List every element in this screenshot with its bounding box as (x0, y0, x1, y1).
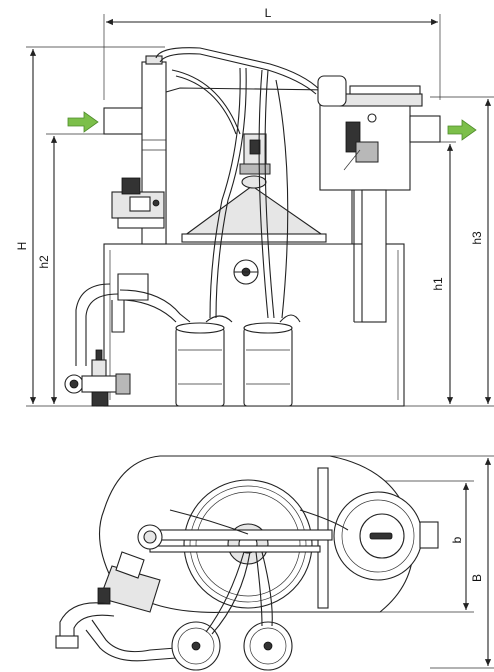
top-pipe-loop (155, 47, 321, 91)
dimension-height-label: H (15, 242, 29, 251)
outlet-arrow-icon (447, 119, 477, 141)
dosing-pump (111, 177, 165, 229)
plan-dosing-pump (97, 551, 161, 613)
inlet-pipe (103, 107, 149, 135)
dimension-height: H (15, 46, 165, 407)
dimension-width-label: B (470, 574, 484, 582)
dimension-b-label: b (450, 536, 464, 543)
inlet-arrow-icon (67, 111, 99, 133)
hose-left (209, 67, 241, 319)
dimension-h2: h2 (37, 133, 104, 404)
dimension-h3: h3 (430, 96, 494, 404)
plan-outlet-pipe (419, 521, 439, 549)
plan-inlet-elbow (59, 602, 111, 640)
discharge-column (361, 189, 387, 323)
outlet-chamber-lid (339, 93, 423, 107)
ball-valve (64, 349, 131, 407)
plan-drum-left (171, 621, 221, 671)
motor-unit-center (239, 133, 271, 175)
dimension-h1: h1 (404, 141, 494, 407)
plan-view: b B (55, 455, 494, 671)
lower-inlet-pipe (75, 273, 191, 366)
drum-left (175, 315, 233, 407)
dimension-b: b (380, 480, 474, 613)
plan-drum-right (243, 621, 293, 671)
dimension-h3-label: h3 (470, 231, 484, 245)
dimension-length: L (103, 6, 441, 100)
drum-right (243, 314, 301, 407)
hose-right (258, 69, 269, 319)
outlet-pipe (409, 115, 441, 143)
dimension-length-label: L (265, 6, 272, 20)
level-sensor (343, 113, 379, 171)
dimension-h2-label: h2 (37, 255, 51, 269)
dimension-h1-label: h1 (431, 277, 445, 291)
side-elevation-view: L H h2 h1 h3 (15, 6, 494, 407)
